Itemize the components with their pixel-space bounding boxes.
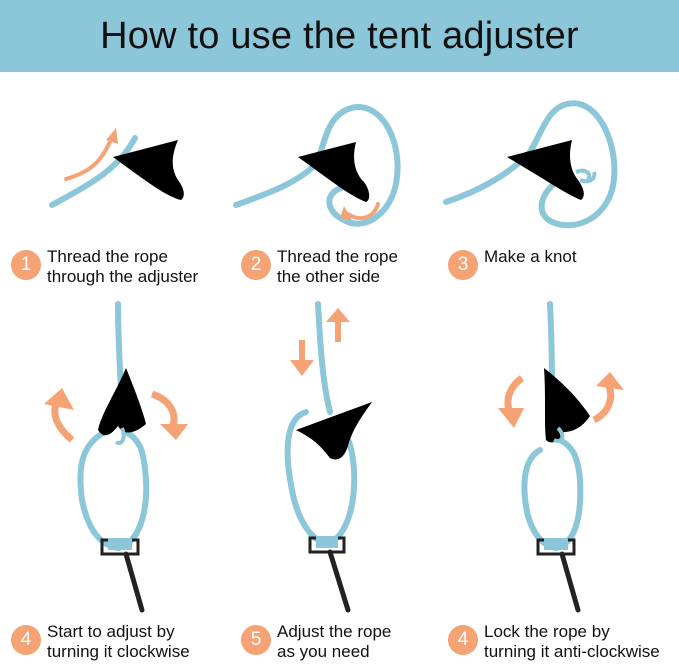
- step-3-label: 3 Make a knot: [448, 247, 577, 280]
- step-caption: Adjust the rope as you need: [277, 622, 392, 661]
- step-caption: Thread the rope through the adjuster: [47, 247, 199, 286]
- thread-other-side-diagram: [233, 104, 401, 227]
- step-caption: Start to adjust by turning it clockwise: [47, 622, 190, 661]
- step-4-label: 4 Start to adjust by turning it clockwis…: [11, 622, 190, 662]
- illustration-step-3: [443, 72, 679, 242]
- step-number-badge: 5: [241, 625, 271, 655]
- illustration-step-1: [0, 72, 226, 242]
- make-knot-diagram: [443, 100, 618, 229]
- step-number-badge: 2: [241, 250, 271, 280]
- illustration-step-5: [226, 300, 452, 618]
- illustration-step-2: [226, 72, 452, 242]
- page-title: How to use the tent adjuster: [100, 14, 579, 57]
- adjust-clockwise-diagram: [44, 301, 188, 613]
- adjust-rope-diagram: [284, 301, 372, 613]
- step-6-label: 4 Lock the rope by turning it anti-clock…: [448, 622, 660, 662]
- illustration-step-4: [0, 300, 226, 618]
- lock-rope-diagram: [498, 301, 624, 613]
- step-caption: Lock the rope by turning it anti-clockwi…: [484, 622, 660, 661]
- step-1-label: 1 Thread the rope through the adjuster: [11, 247, 198, 287]
- step-caption: Make a knot: [484, 247, 577, 266]
- step-5-label: 5 Adjust the rope as you need: [241, 622, 391, 662]
- step-number-badge: 3: [448, 250, 478, 280]
- step-number-badge: 4: [448, 625, 478, 655]
- thread-rope-diagram: [49, 128, 184, 208]
- illustration-step-6: [452, 300, 679, 618]
- header-banner: How to use the tent adjuster: [0, 0, 679, 72]
- step-2-label: 2 Thread the rope the other side: [241, 247, 398, 287]
- step-number-badge: 4: [11, 625, 41, 655]
- step-caption: Thread the rope the other side: [277, 247, 398, 286]
- step-number-badge: 1: [11, 250, 41, 280]
